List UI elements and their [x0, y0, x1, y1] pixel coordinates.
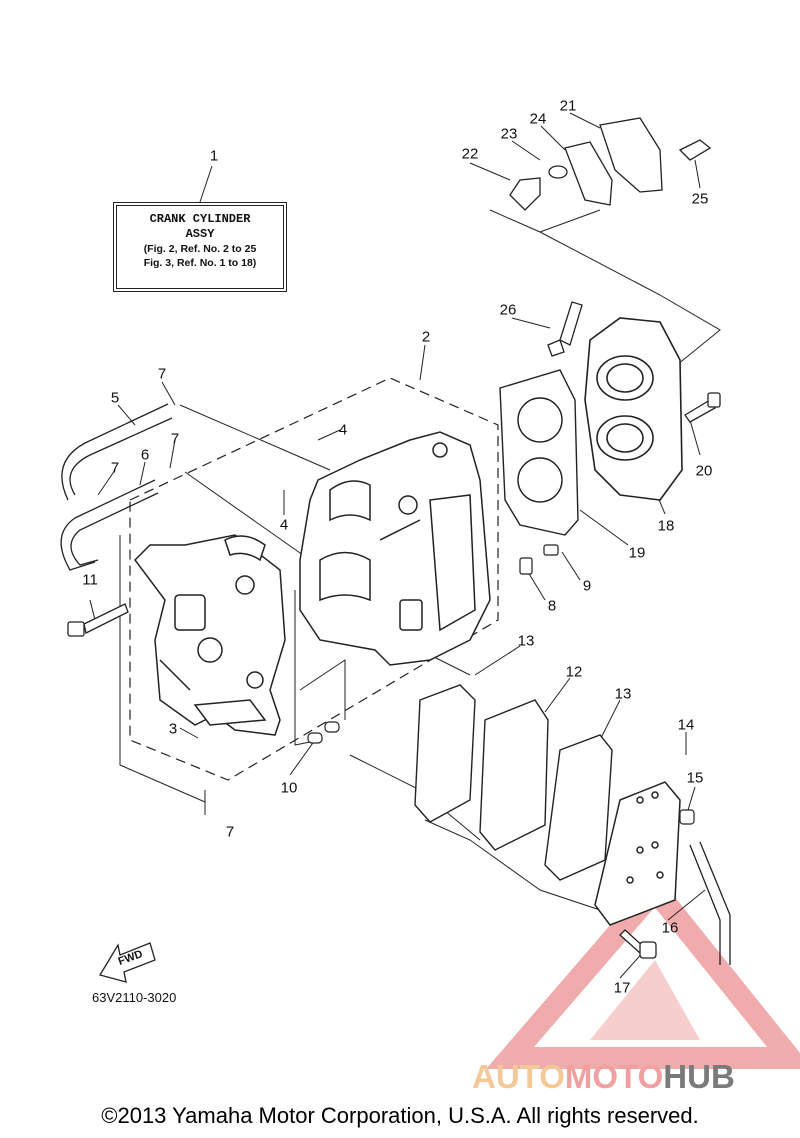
callout-4b: 4: [279, 516, 289, 534]
callout-10: 10: [280, 779, 298, 797]
callout-23: 23: [500, 125, 518, 143]
callout-2: 2: [421, 328, 431, 346]
callout-5: 5: [110, 389, 120, 407]
spark-plug: [547, 301, 583, 357]
callout-20: 20: [695, 462, 713, 480]
hose-16: [689, 841, 731, 965]
callout-12: 12: [565, 663, 583, 681]
callout-7a: 7: [157, 365, 167, 383]
assembly-label-line3: (Fig. 2, Ref. No. 2 to 25: [143, 243, 257, 255]
callout-4a: 4: [338, 421, 348, 439]
dowel-pins: [307, 721, 340, 744]
callout-7c: 7: [110, 459, 120, 477]
exhaust-plates: [414, 684, 613, 881]
callout-8: 8: [547, 597, 557, 615]
callout-1: 1: [209, 147, 219, 165]
callout-25: 25: [691, 190, 709, 208]
callout-17: 17: [613, 979, 631, 997]
fwd-arrow: [98, 942, 156, 983]
callout-3: 3: [168, 720, 178, 738]
watermark-part1: AUTO: [472, 1058, 565, 1095]
leader-lines: [89, 112, 721, 979]
callout-13b: 13: [614, 685, 632, 703]
cylinder-block-outline: [129, 377, 499, 781]
figure-code: 63V2110-3020: [92, 990, 177, 1005]
thermostat-parts: [509, 117, 712, 211]
callout-11: 11: [82, 571, 98, 589]
cylinder-head: [584, 317, 683, 501]
water-cover: [594, 781, 681, 926]
callout-15: 15: [686, 769, 704, 787]
fitting-15: [679, 809, 695, 825]
callout-9: 9: [582, 577, 592, 595]
callout-21: 21: [559, 97, 577, 115]
watermark-part3: HUB: [663, 1058, 735, 1095]
callout-22: 22: [461, 145, 479, 163]
cylinder-block: [299, 431, 491, 666]
callout-24: 24: [529, 110, 547, 128]
watermark-triangle: [485, 872, 800, 1069]
bolt-11: [67, 603, 129, 637]
callout-16: 16: [661, 919, 679, 937]
callout-6: 6: [140, 446, 150, 464]
hoses: [60, 403, 173, 571]
assembly-label: CRANK CYLINDER ASSY (Fig. 2, Ref. No. 2 …: [113, 202, 287, 292]
callout-7b: 7: [170, 430, 180, 448]
small-parts: [519, 544, 559, 575]
callout-14: 14: [677, 716, 695, 734]
callout-18: 18: [657, 517, 675, 535]
watermark-logo: AUTOMOTOHUB: [472, 1058, 735, 1096]
callout-7d: 7: [225, 823, 235, 841]
copyright-notice: ©2013 Yamaha Motor Corporation, U.S.A. A…: [101, 1103, 699, 1128]
crankcase-half: [134, 534, 286, 736]
assembly-label-line1: CRANK CYLINDER: [149, 212, 251, 226]
callout-13a: 13: [517, 632, 535, 650]
assembly-label-line2: ASSY: [185, 227, 215, 241]
callout-26: 26: [499, 301, 517, 319]
watermark-part2: MOTO: [564, 1058, 664, 1095]
callout-19: 19: [628, 544, 646, 562]
assembly-label-line4: Fig. 3, Ref. No. 1 to 18): [143, 257, 257, 269]
bolt-17: [619, 929, 657, 959]
bolt-20: [684, 392, 721, 423]
cylinder-head-gasket: [499, 369, 579, 536]
